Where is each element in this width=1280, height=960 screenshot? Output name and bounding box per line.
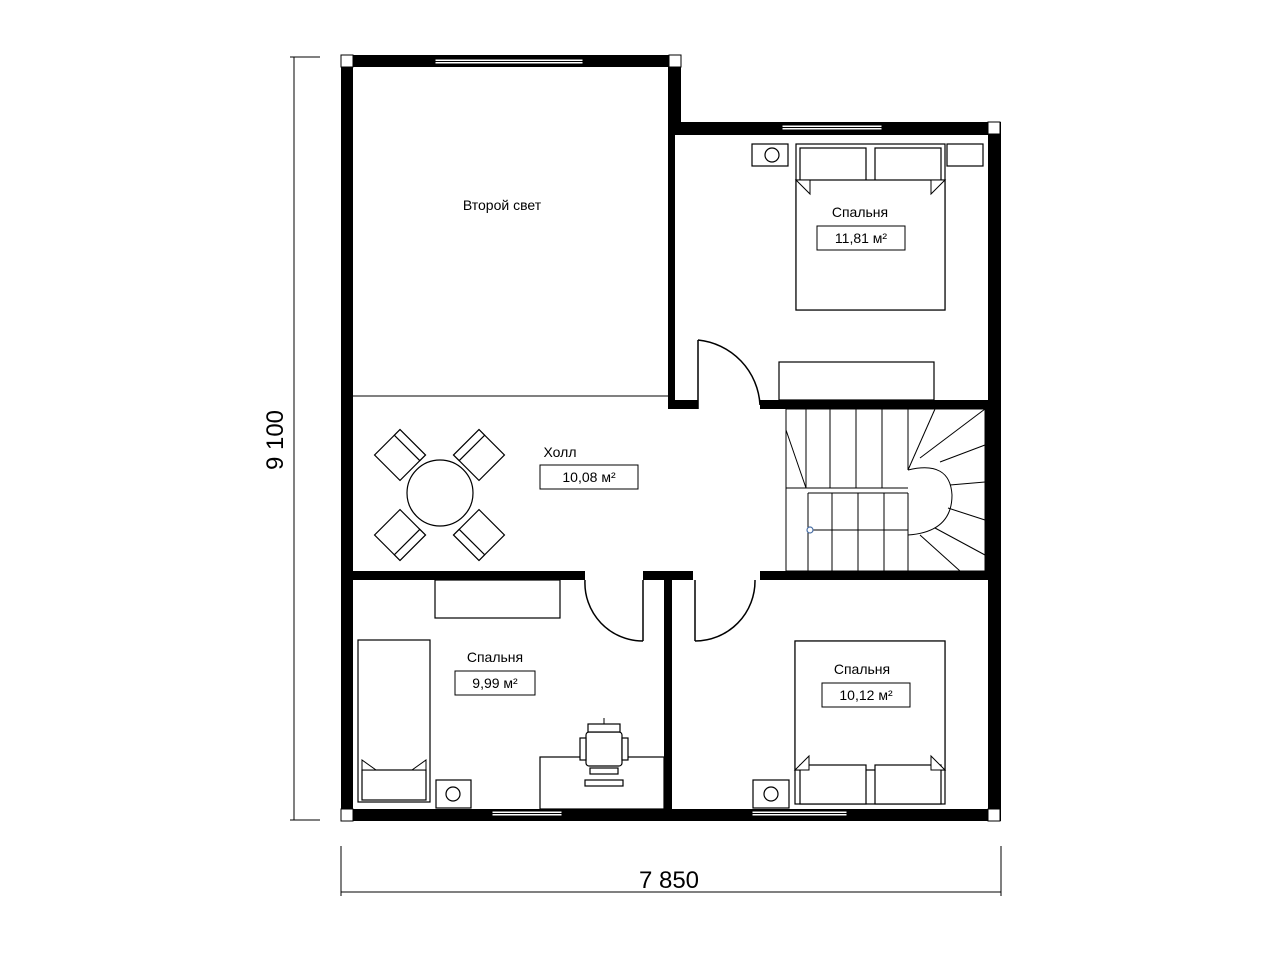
bedroom-top-area: 11,81 м² bbox=[835, 230, 888, 246]
staircase bbox=[785, 408, 986, 572]
height-label: 9 100 bbox=[262, 410, 289, 470]
bedroom-left-furniture bbox=[357, 579, 665, 810]
room-label-bedroom-left: Спальня 9,99 м² bbox=[454, 649, 536, 696]
room-label-bedroom-top: Спальня 11,81 м² bbox=[816, 204, 906, 251]
hall-area: 10,08 м² bbox=[562, 469, 616, 485]
doors bbox=[584, 339, 761, 642]
room-label-second-light: Второй свет bbox=[463, 197, 542, 213]
room-label-bedroom-right: Спальня 10,12 м² bbox=[821, 661, 911, 708]
bedroom-top-furniture bbox=[751, 143, 984, 401]
interior-walls bbox=[341, 132, 1001, 821]
width-label: 7 850 bbox=[639, 867, 699, 894]
windows bbox=[340, 54, 1001, 822]
second-light-name: Второй свет bbox=[463, 197, 542, 213]
hall-name: Холл bbox=[544, 444, 577, 460]
room-label-hall: Холл 10,08 м² bbox=[539, 444, 639, 490]
dining-table-set bbox=[373, 428, 506, 562]
bedroom-left-area: 9,99 м² bbox=[472, 675, 518, 691]
bedroom-right-area: 10,12 м² bbox=[839, 687, 893, 703]
bedroom-left-name: Спальня bbox=[467, 649, 523, 665]
dimension-width: 7 850 bbox=[340, 846, 1002, 896]
dimension-height: 9 100 bbox=[262, 56, 320, 821]
bedroom-right-name: Спальня bbox=[834, 661, 890, 677]
bedroom-top-name: Спальня bbox=[832, 204, 888, 220]
bedroom-right-furniture bbox=[752, 640, 947, 809]
